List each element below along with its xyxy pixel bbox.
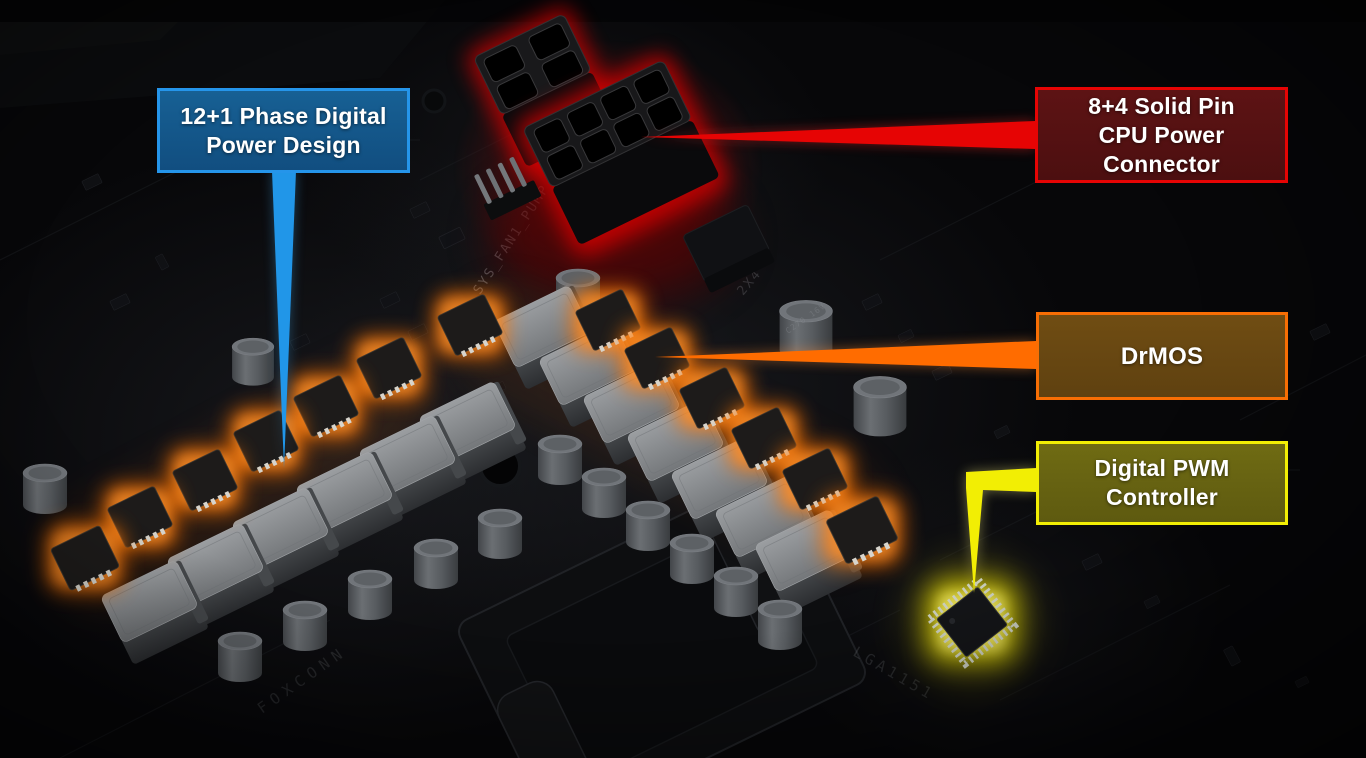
callout-drmos: DrMOS <box>1036 312 1288 400</box>
callout-cpu-power: 8+4 Solid Pin CPU Power Connector <box>1035 87 1288 183</box>
callout-drmos-line1: DrMOS <box>1120 342 1204 370</box>
leader-line-pwm <box>966 468 1036 593</box>
leader-line-cpu-power <box>641 121 1035 149</box>
leader-line-drmos <box>655 341 1036 369</box>
callout-cpu-power-line2: CPU Power Connector <box>1098 121 1225 177</box>
callout-phase-power-line2: Power Design <box>206 131 361 158</box>
callout-pwm-controller: Digital PWM Controller <box>1036 441 1288 525</box>
callout-phase-power: 12+1 Phase Digital Power Design <box>157 88 410 173</box>
callout-cpu-power-line1: 8+4 Solid Pin <box>1088 92 1235 119</box>
callout-pwm-line2: Controller <box>1106 484 1218 510</box>
callout-pwm-line1: Digital PWM <box>1094 455 1230 481</box>
leader-line-phase-power <box>272 171 296 468</box>
callout-phase-power-line1: 12+1 Phase Digital <box>180 102 387 129</box>
